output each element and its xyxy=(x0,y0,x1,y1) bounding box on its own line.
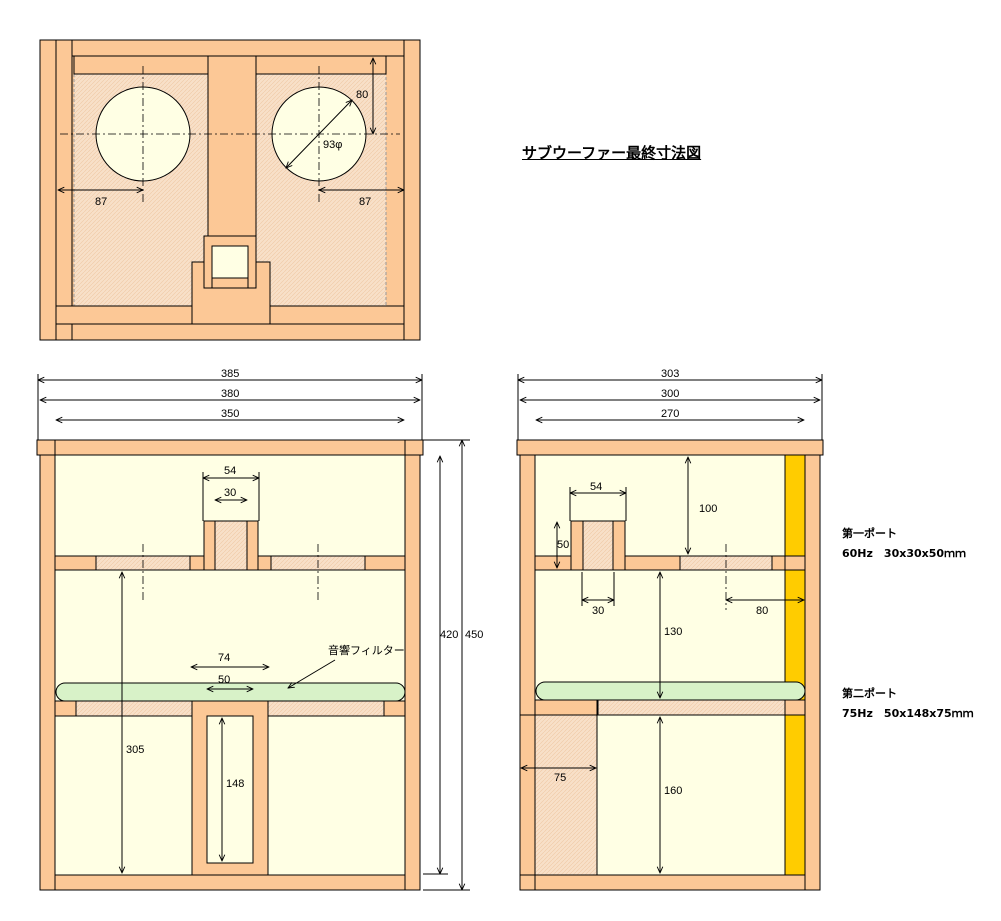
first-port-title: 第一ポート xyxy=(842,527,897,540)
side-dim-inner: 270 xyxy=(661,408,679,420)
second-port-spec: 75Hz 50x148x75ｍｍ xyxy=(842,707,974,720)
second-port-note: 第二ポート 75Hz 50x148x75ｍｍ xyxy=(842,684,974,724)
front-dim-inner: 350 xyxy=(221,408,239,420)
front-dim-port-length: 148 xyxy=(226,778,244,790)
front-dim-lower-height: 305 xyxy=(126,744,144,756)
first-port-note: 第一ポート 60Hz 30x30x50ｍｍ xyxy=(842,524,966,564)
top-view xyxy=(39,39,421,341)
front-dim-total-height: 450 xyxy=(465,629,483,641)
side-dim-outer: 300 xyxy=(661,388,679,400)
first-port-spec: 60Hz 30x30x50ｍｍ xyxy=(842,547,967,560)
side-dim-bottom-chamber: 160 xyxy=(664,785,682,797)
side-dim-port2-width: 75 xyxy=(554,772,566,784)
front-dim-filter-port-inner: 50 xyxy=(218,674,230,686)
top-dim-top-offset: 80 xyxy=(356,89,368,101)
front-dim-outer: 380 xyxy=(221,388,239,400)
front-dim-port-inner: 30 xyxy=(224,487,236,499)
second-port-title: 第二ポート xyxy=(842,687,897,700)
side-view xyxy=(516,374,824,891)
front-dim-port-outer: 54 xyxy=(224,465,236,477)
side-dim-port-outer: 54 xyxy=(590,481,602,493)
side-dim-mid-chamber: 130 xyxy=(664,626,682,638)
top-driver-diameter-label: 93φ xyxy=(323,139,342,151)
side-dim-port-height: 50 xyxy=(557,539,569,551)
drawing-title: サブウーファー最終寸法図 xyxy=(522,144,702,162)
top-dim-right-offset: 87 xyxy=(359,196,371,208)
top-dim-left-offset: 87 xyxy=(95,196,107,208)
side-dim-shelf-offset: 80 xyxy=(756,605,768,617)
front-dim-filter-port-outer: 74 xyxy=(218,652,230,664)
front-dim-inner-height: 420 xyxy=(440,629,458,641)
side-dim-port-inner: 30 xyxy=(592,605,604,617)
side-dim-top-chamber: 100 xyxy=(699,503,717,515)
acoustic-filter-label: 音響フィルター xyxy=(328,643,405,657)
front-view xyxy=(36,374,470,890)
front-dim-outer-top: 385 xyxy=(221,368,239,380)
side-dim-outer-top: 303 xyxy=(661,368,679,380)
